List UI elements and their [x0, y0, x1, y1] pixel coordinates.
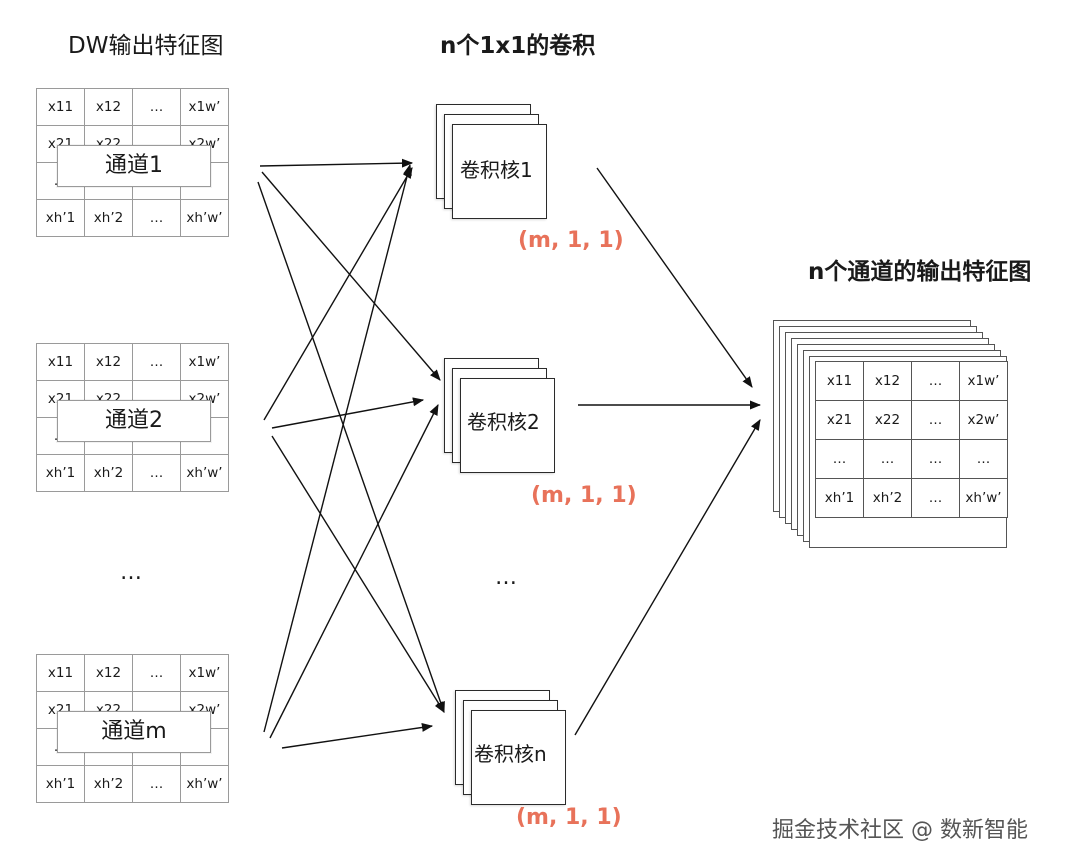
kernel-ellipsis: …	[495, 565, 518, 590]
grid-cell: xh’1	[36, 765, 85, 803]
kernel-card-front	[460, 378, 555, 473]
grid-cell: x1w’	[180, 654, 229, 692]
arrow-kn-output	[574, 419, 761, 736]
kernel-label-1: 卷积核1	[460, 158, 533, 182]
arrow-chm-kn	[281, 723, 434, 749]
grid-cell: x1w’	[180, 88, 229, 126]
kernel-shape-2: (m, 1, 1)	[531, 483, 637, 508]
grid-cell: …	[132, 199, 181, 237]
grid-cell: xh’w’	[959, 478, 1008, 518]
input-ellipsis: …	[120, 560, 143, 585]
grid-cell: x12	[863, 361, 912, 401]
grid-cell: x1w’	[959, 361, 1008, 401]
grid-cell: xh’1	[36, 199, 85, 237]
channel-label-2: 通道2	[57, 400, 211, 442]
arrow-ch2-k2	[271, 397, 425, 429]
grid-cell: x21	[815, 400, 864, 440]
kernel-shape-n: (m, 1, 1)	[516, 805, 622, 830]
channel-label-1: 通道1	[57, 145, 211, 187]
kernel-label-2: 卷积核2	[467, 410, 540, 434]
arrow-ch1-k2	[261, 171, 441, 381]
grid-cell: x12	[84, 88, 133, 126]
grid-cell: x12	[84, 654, 133, 692]
grid-cell: xh’1	[815, 478, 864, 518]
kernel-label-n: 卷积核n	[474, 742, 547, 766]
grid-cell: xh’w’	[180, 199, 229, 237]
grid-cell: …	[911, 361, 960, 401]
grid-cell: x1w’	[180, 343, 229, 381]
channel-label-m: 通道m	[57, 711, 211, 753]
grid-cell: xh’w’	[180, 454, 229, 492]
watermark: 掘金技术社区 @ 数新智能	[772, 818, 1028, 843]
grid-cell: …	[959, 439, 1008, 479]
grid-cell: xh’w’	[180, 765, 229, 803]
arrow-ch1-kn	[257, 181, 445, 714]
kernel-card-front	[471, 710, 566, 805]
grid-cell: …	[911, 439, 960, 479]
kernel-card-front	[452, 124, 547, 219]
grid-cell: x12	[84, 343, 133, 381]
grid-cell: …	[132, 654, 181, 692]
grid-cell: …	[132, 454, 181, 492]
arrow-chm-k2	[269, 404, 439, 739]
arrow-ch2-kn	[271, 435, 445, 713]
output-title: n个通道的输出特征图	[808, 259, 1032, 285]
arrow-k1-output	[596, 167, 753, 388]
kernels-title: n个1x1的卷积	[440, 33, 596, 59]
grid-cell: x21	[36, 380, 85, 418]
arrow-ch2-k1	[263, 167, 413, 421]
input-title: DW输出特征图	[68, 33, 224, 59]
arrow-ch1-k1	[259, 158, 414, 168]
grid-cell: …	[863, 439, 912, 479]
grid-cell: xh’2	[84, 199, 133, 237]
arrow-chm-k1	[263, 163, 412, 733]
grid-cell: …	[132, 343, 181, 381]
kernel-shape-1: (m, 1, 1)	[518, 228, 624, 253]
